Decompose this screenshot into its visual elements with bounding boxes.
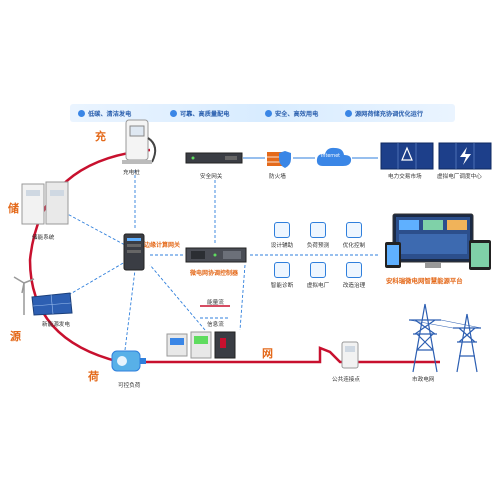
security-gateway-icon bbox=[185, 152, 243, 164]
leaf-icon bbox=[78, 109, 85, 117]
cloud-icon bbox=[316, 147, 352, 166]
side-label-source: 源 bbox=[10, 330, 21, 343]
firewall-icon bbox=[267, 151, 291, 168]
motor-icon bbox=[111, 350, 146, 372]
storage-cabinet-icon bbox=[21, 181, 69, 225]
security-gateway-label: 安全网关 bbox=[200, 174, 223, 180]
plug-icon bbox=[170, 109, 177, 117]
side-label-charge: 充 bbox=[95, 130, 106, 143]
feature-design-aid: 设计辅助 bbox=[262, 222, 302, 249]
side-label-load: 荷 bbox=[88, 370, 99, 383]
side-label-grid: 网 bbox=[262, 347, 273, 360]
banner-item-1: 低碳、清洁发电 bbox=[78, 104, 131, 122]
diagnosis-icon bbox=[274, 262, 290, 278]
storage-system-label: 储能系统 bbox=[32, 235, 55, 241]
new-energy-label: 新能源发电 bbox=[42, 322, 70, 328]
feature-diagnosis: 智能诊断 bbox=[262, 262, 302, 289]
legend-info-label: 信息流 bbox=[207, 322, 224, 328]
goal-banner: 低碳、清洁发电 可靠、高质量配电 安全、高效用电 源网荷储充协调优化运行 bbox=[70, 104, 455, 122]
platform-label: 安科瑞微电网智慧能源平台 bbox=[386, 277, 463, 285]
platform-devices-icon bbox=[385, 213, 491, 270]
firewall-label: 防火墙 bbox=[269, 174, 286, 180]
internet-label: Internet bbox=[321, 154, 341, 159]
retrofit-icon bbox=[346, 262, 362, 278]
feature-optimization: 优化控制 bbox=[334, 222, 374, 249]
side-label-storage: 储 bbox=[8, 202, 19, 215]
electric-meter-icon bbox=[341, 341, 359, 369]
transmission-tower-icon bbox=[408, 303, 482, 373]
public-connection-label: 公共连接点 bbox=[332, 377, 360, 383]
feature-retrofit: 改造治理 bbox=[334, 262, 374, 289]
design-tools-icon bbox=[274, 222, 290, 238]
forecast-icon bbox=[310, 222, 326, 238]
edge-switch-label: 边缘计算网关 bbox=[144, 242, 181, 249]
microgrid-controller-label: 微电网协调控制器 bbox=[190, 270, 239, 277]
controller-device-icon bbox=[185, 247, 247, 263]
solar-wind-icon bbox=[13, 276, 73, 316]
controllable-load-label: 可控负荷 bbox=[118, 383, 141, 389]
meter-devices-icon bbox=[166, 331, 236, 359]
legend-energy-label: 能量流 bbox=[207, 300, 224, 306]
charging-pile-label: 充电桩 bbox=[123, 170, 140, 176]
banner-item-4: 源网荷储充协调优化运行 bbox=[345, 104, 423, 122]
optimize-icon bbox=[346, 222, 362, 238]
banner-item-2: 可靠、高质量配电 bbox=[170, 104, 230, 122]
power-market-label: 电力交易市场 bbox=[388, 174, 422, 180]
vpp-screen-icon bbox=[438, 142, 492, 170]
vpp-icon bbox=[310, 262, 326, 278]
feature-load-forecast: 负荷预测 bbox=[298, 222, 338, 249]
feature-vpp: 虚拟电厂 bbox=[298, 262, 338, 289]
banner-item-3: 安全、高效用电 bbox=[265, 104, 318, 122]
charging-pile-icon bbox=[122, 119, 157, 164]
energy-arc bbox=[28, 148, 151, 364]
city-grid-label: 市政电网 bbox=[412, 377, 435, 383]
edge-switch-icon bbox=[123, 233, 145, 271]
power-market-screen-icon bbox=[380, 142, 434, 170]
shield-icon bbox=[265, 109, 272, 117]
vpp-center-label: 虚拟电厂调度中心 bbox=[437, 174, 482, 180]
sync-icon bbox=[345, 109, 352, 117]
